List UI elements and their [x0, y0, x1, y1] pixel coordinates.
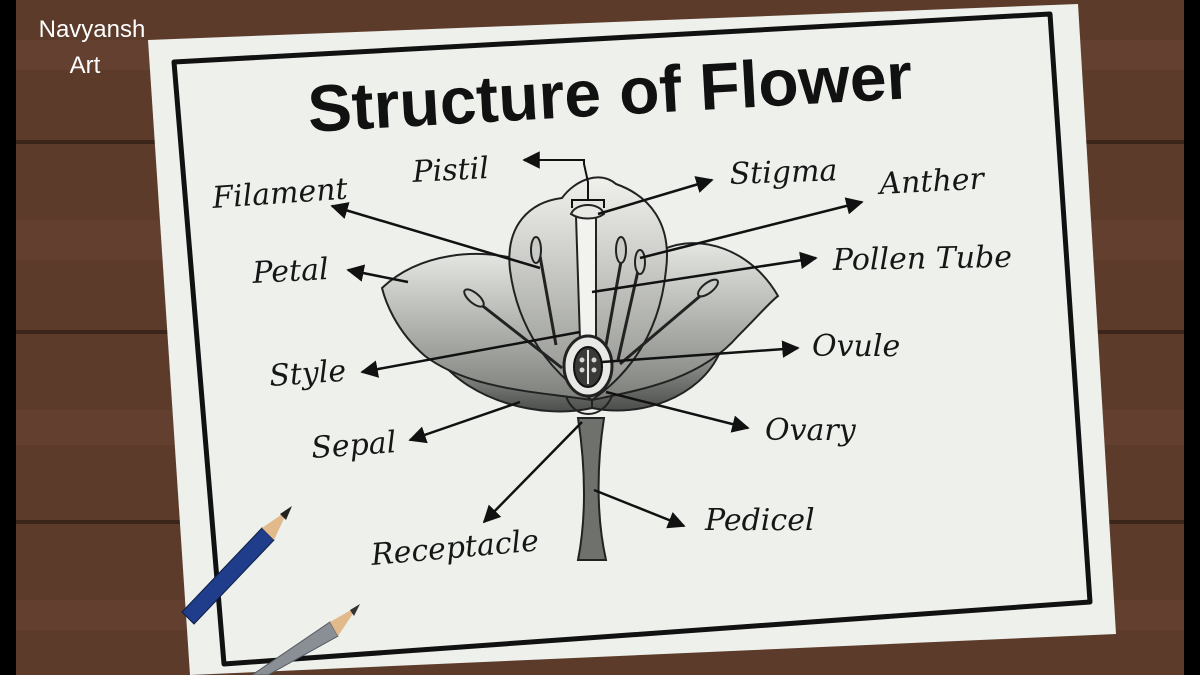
- arrow-ovule: [601, 340, 800, 364]
- arrow-stigma: [597, 176, 714, 216]
- arrow-style: [360, 330, 581, 378]
- arrow-ovary: [605, 390, 750, 433]
- pistil-style: [574, 215, 597, 341]
- arrow-sepal: [408, 400, 521, 444]
- watermark-line-1: Navyansh: [39, 16, 146, 43]
- arrow-filament: [330, 202, 541, 270]
- grey-pencil: [251, 604, 360, 675]
- watermark-line-2: Art: [70, 52, 101, 79]
- label-pistil: Pistil: [411, 151, 490, 190]
- arrow-petal: [346, 264, 409, 284]
- label-ovule: Ovule: [812, 329, 900, 364]
- blue-pencil: [181, 506, 292, 625]
- arrow-anther: [639, 197, 864, 260]
- label-pedicel: Pedicel: [704, 503, 815, 538]
- label-pollen-tube: Pollen Tube: [832, 240, 1013, 278]
- stamens: [463, 236, 719, 370]
- label-stigma: Stigma: [729, 153, 838, 192]
- label-petal: Petal: [251, 252, 330, 291]
- arrow-receptacle: [482, 421, 583, 524]
- label-anther: Anther: [876, 161, 987, 202]
- label-style: Style: [268, 354, 347, 394]
- pistil-stigma: [569, 204, 606, 220]
- label-ovary: Ovary: [765, 413, 857, 448]
- arrow-pollen-tube: [591, 251, 818, 294]
- pistil-bracket: [530, 159, 605, 208]
- pedicel-stalk: [576, 417, 608, 561]
- label-sepal: Sepal: [310, 425, 397, 466]
- arrow-pedicel: [593, 488, 686, 529]
- part-labels: Filament Pistil Stigma Anther Petal Poll…: [210, 151, 1012, 573]
- drawn-border: [171, 11, 1093, 667]
- pointer-arrows: [330, 151, 864, 529]
- receptacle-base: [565, 395, 613, 415]
